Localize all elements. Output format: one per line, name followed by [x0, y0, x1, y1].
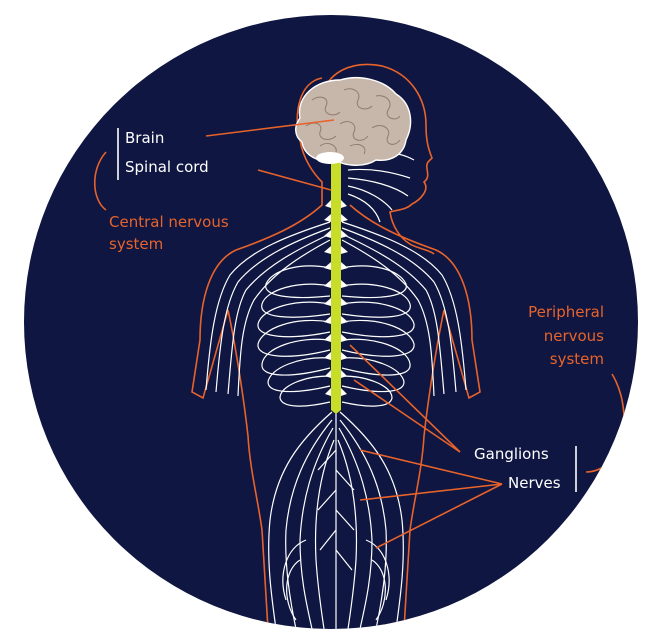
- brain-label: Brain: [125, 128, 164, 148]
- nerves-label: Nerves: [508, 473, 561, 493]
- spinal-cord-label: Spinal cord: [125, 157, 209, 177]
- central-nervous-system-label-line1: Central nervous: [109, 212, 229, 232]
- brain-illustration: [296, 78, 411, 166]
- peripheral-nervous-system-label-line2: nervous: [480, 326, 604, 346]
- ganglions-label: Ganglions: [474, 444, 549, 464]
- central-nervous-system-label-line2: system: [109, 234, 163, 254]
- peripheral-nervous-system-label-line3: system: [480, 349, 604, 369]
- peripheral-nervous-system-label-line1: Peripheral: [480, 302, 604, 322]
- spinal-cord: [331, 162, 341, 414]
